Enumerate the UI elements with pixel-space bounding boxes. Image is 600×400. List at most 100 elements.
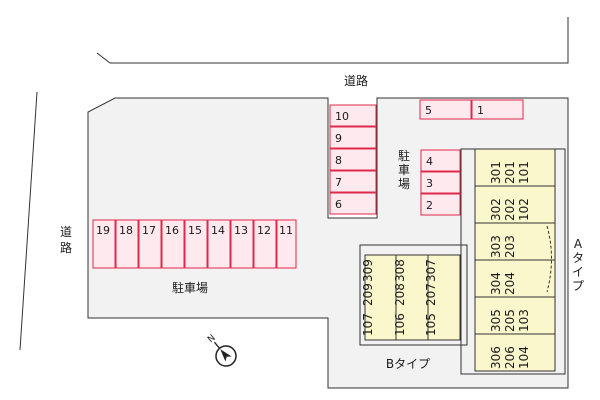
parking-label-right-char-3: 場	[398, 177, 410, 191]
building-b-unit-number: 207	[424, 283, 438, 306]
parking-space-number: 10	[335, 110, 349, 123]
parking-column-4-2: 4 3 2	[420, 149, 461, 216]
building-b-unit-number: 308	[393, 259, 407, 282]
parking-space: 10	[329, 104, 377, 127]
parking-space-number: 14	[211, 224, 225, 237]
parking-space-number: 1	[477, 104, 484, 117]
parking-space: 3	[420, 171, 461, 194]
building-b-unit-column: 106 208 308	[393, 259, 407, 336]
building-a: 301 201 101 302 202 102 303 203 304 204 …	[460, 148, 566, 375]
road-label-left-char-2: 路	[60, 240, 72, 255]
building-a-unit-number: 301	[489, 161, 503, 184]
parking-space-number: 4	[426, 155, 433, 168]
parking-space: 6	[329, 192, 377, 215]
building-a-unit-number: 206	[503, 346, 517, 369]
parking-space-number: 9	[335, 132, 342, 145]
parking-space: 1	[471, 99, 524, 120]
parking-row-left: 19 18 17 16 15 14 13 12 11	[92, 219, 297, 269]
road-label-top: 道路	[344, 73, 368, 88]
parking-space: 15	[184, 219, 208, 269]
road-label-left: 道 路	[60, 225, 72, 255]
building-b-outline	[364, 254, 461, 341]
parking-space: 7	[329, 170, 377, 193]
building-a-unit-number: 302	[489, 198, 503, 221]
building-a-unit-number: 104	[517, 346, 531, 369]
building-a-unit-row: 303 203	[489, 235, 517, 258]
parking-space: 8	[329, 148, 377, 171]
building-a-unit-number: 205	[503, 309, 517, 332]
parking-space: 9	[329, 126, 377, 149]
parking-space-number: 8	[335, 154, 342, 167]
road-label-left-char-1: 道	[60, 225, 72, 239]
building-a-type-label: A タ イ プ	[572, 237, 584, 293]
building-a-unit-row: 302 202 102	[489, 198, 531, 221]
building-b-unit-column: 107 209 309	[361, 259, 375, 336]
parking-column-10-6: 10 9 8 7 6	[329, 104, 377, 215]
compass-north-icon: N	[206, 333, 237, 367]
road-edge-top	[96, 17, 569, 64]
parking-space-number: 12	[257, 224, 271, 237]
building-b-type-label: Bタイプ	[386, 357, 430, 371]
parking-space: 5	[419, 99, 472, 120]
building-b-unit-number: 105	[424, 313, 438, 336]
parking-space-number: 18	[119, 224, 133, 237]
parking-space: 17	[138, 219, 162, 269]
building-b-unit-number: 307	[424, 259, 438, 282]
parking-space: 16	[161, 219, 185, 269]
parking-label-right-char-1: 駐	[398, 148, 410, 163]
parking-label-right-char-2: 車	[398, 163, 410, 177]
parking-space: 19	[92, 219, 116, 269]
building-a-unit-number: 304	[489, 272, 503, 295]
building-a-unit-number: 101	[517, 161, 531, 184]
parking-label-right: 駐 車 場	[398, 148, 410, 191]
building-b-balcony	[359, 244, 468, 346]
building-a-unit-number: 204	[503, 272, 517, 295]
parking-label-left: 駐車場	[172, 280, 208, 295]
parking-space-number: 16	[165, 224, 179, 237]
parking-space-number: 11	[279, 224, 293, 237]
building-b-unit-number: 309	[361, 259, 375, 282]
building-a-unit-row: 301 201 101	[489, 161, 531, 184]
parking-space-number: 17	[142, 224, 156, 237]
building-a-unit-row: 306 206 104	[489, 346, 531, 369]
parking-space-number: 5	[425, 104, 432, 117]
parking-space: 11	[276, 219, 297, 269]
road-edge-left	[19, 91, 38, 351]
building-a-unit-row: 305 205 103	[489, 309, 531, 332]
building-a-type-char-3: イ	[572, 265, 584, 279]
parking-space-number: 13	[234, 224, 248, 237]
building-a-unit-row: 304 204	[489, 272, 517, 295]
building-a-unit-number: 201	[503, 161, 517, 184]
building-a-unit-number: 305	[489, 309, 503, 332]
parking-space-number: 3	[426, 177, 433, 190]
parking-space: 18	[115, 219, 139, 269]
parking-space: 4	[420, 149, 461, 172]
parking-space-number: 15	[188, 224, 202, 237]
building-a-type-char-1: A	[574, 237, 583, 251]
parking-space: 12	[253, 219, 277, 269]
building-b-unit-number: 106	[393, 313, 407, 336]
building-a-stair-arc	[546, 225, 552, 293]
building-a-unit-number: 103	[517, 309, 531, 332]
building-b: 107 209 309 106 208 308 105 207 307	[359, 244, 468, 346]
building-a-unit-number: 202	[503, 198, 517, 221]
parking-space-number: 7	[335, 176, 342, 189]
building-a-unit-number: 306	[489, 346, 503, 369]
parking-row-top: 5 1	[419, 99, 524, 120]
building-a-unit-number: 102	[517, 198, 531, 221]
compass-label: N	[206, 333, 218, 345]
parking-space-number: 2	[426, 199, 433, 212]
parking-space: 13	[230, 219, 254, 269]
parking-space-number: 6	[335, 198, 342, 211]
building-a-type-char-2: タ	[572, 251, 584, 265]
building-b-unit-number: 208	[393, 283, 407, 306]
parking-space-number: 19	[96, 224, 110, 237]
building-b-unit-column: 105 207 307	[424, 259, 438, 336]
building-a-unit-number: 203	[503, 235, 517, 258]
building-b-unit-number: 209	[361, 283, 375, 306]
parking-space: 2	[420, 193, 461, 216]
building-a-type-char-4: プ	[572, 279, 584, 293]
parking-space: 14	[207, 219, 231, 269]
building-a-unit-number: 303	[489, 235, 503, 258]
